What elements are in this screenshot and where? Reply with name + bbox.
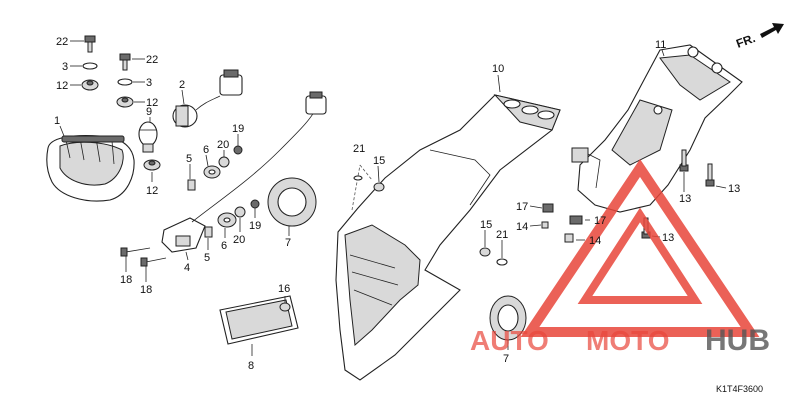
callout-5-upper: 5	[186, 153, 192, 165]
callout-15-lower: 15	[480, 219, 492, 231]
callout-6-lower: 6	[221, 240, 227, 252]
callout-16: 16	[278, 283, 290, 295]
callout-22-right: 22	[146, 54, 158, 66]
bolt-22-left	[84, 35, 96, 53]
bolt-13-b	[705, 163, 715, 187]
rubber-seal-7-right	[489, 295, 527, 341]
watermark-logo	[520, 159, 760, 337]
rubber-seal-7-left	[267, 177, 317, 227]
callout-labels: 22 3 12 22 3 12 1 2 9 12 5 6 20 19 5 6 2…	[54, 36, 740, 372]
screw-14-lower	[564, 233, 574, 243]
rear-fender	[335, 94, 561, 381]
callout-10: 10	[492, 63, 504, 75]
watermark-triangle-outer	[520, 159, 760, 337]
leader-21-upper	[351, 164, 361, 211]
watermark-text: AUTO MOTO HUB	[470, 324, 770, 357]
nut-19-lower	[250, 199, 260, 209]
nut-16	[279, 302, 291, 312]
callout-2: 2	[179, 79, 185, 91]
bulb	[138, 121, 158, 153]
washer-21-upper	[353, 175, 363, 181]
callout-21-upper: 21	[353, 143, 365, 155]
grommet-6-upper	[203, 165, 221, 179]
callout-21-lower: 21	[496, 229, 508, 241]
callout-7-right: 7	[503, 353, 509, 365]
leader-21-upper-b	[359, 164, 373, 181]
callout-13-a: 13	[679, 193, 691, 205]
callout-22-left: 22	[56, 36, 68, 48]
license-light	[161, 217, 206, 253]
nut-19-upper	[233, 145, 243, 155]
license-light-wire	[191, 107, 317, 223]
screw-14-upper	[541, 221, 549, 229]
arrow-icon	[760, 23, 784, 38]
callout-5-lower: 5	[204, 252, 210, 264]
callout-9: 9	[146, 106, 152, 118]
callout-12-left: 12	[56, 80, 68, 92]
callout-13-c: 13	[662, 232, 674, 244]
washer-3-right	[117, 78, 133, 86]
callout-15-upper: 15	[373, 155, 385, 167]
callout-17-upper: 17	[516, 201, 528, 213]
callout-12-right: 12	[146, 97, 158, 109]
watermark-text-auto: AUTO	[470, 325, 549, 356]
watermark-text-hub: HUB	[705, 324, 770, 357]
callout-13-b: 13	[728, 183, 740, 195]
nut-20-upper	[218, 156, 230, 168]
grommet-6-lower	[217, 212, 237, 228]
callout-18-a: 18	[120, 274, 132, 286]
watermark-text-moto: MOTO	[586, 325, 669, 356]
nut-12-lower	[143, 159, 161, 171]
washer-21-lower	[496, 258, 508, 266]
callout-14-upper: 14	[516, 221, 528, 233]
socket-assembly	[172, 69, 243, 128]
license-light-connector	[305, 91, 327, 115]
callout-1: 1	[54, 115, 60, 127]
clip-17-lower	[569, 215, 583, 225]
nut-15-lower	[479, 247, 491, 257]
collar-5-lower	[204, 226, 213, 238]
diagram-code: K1T4F3600	[716, 384, 763, 394]
callout-14-lower: 14	[589, 235, 601, 247]
callout-6-upper: 6	[203, 144, 209, 156]
washer-3-left	[82, 62, 98, 70]
callout-20-upper: 20	[217, 139, 229, 151]
callout-19-lower: 19	[249, 220, 261, 232]
callout-4: 4	[184, 262, 190, 274]
clip-17-upper	[542, 203, 554, 213]
front-direction-indicator: FR.	[734, 23, 784, 51]
callout-11: 11	[655, 39, 666, 51]
rear-reflector	[219, 295, 299, 345]
callout-12-lower: 12	[146, 185, 158, 197]
nut-20-lower	[234, 206, 246, 218]
watermark-triangle-inner	[577, 207, 703, 304]
nut-12-right	[116, 96, 134, 108]
taillight-lens	[46, 134, 135, 202]
collar-5-upper	[187, 179, 196, 191]
callout-8: 8	[248, 360, 254, 372]
callout-7-left: 7	[285, 237, 291, 249]
callout-3-right: 3	[146, 77, 152, 89]
callout-17-lower: 17	[594, 215, 606, 227]
callout-20-lower: 20	[233, 234, 245, 246]
nut-12-left	[81, 79, 99, 91]
screw-18-a	[120, 247, 151, 257]
callout-18-b: 18	[140, 284, 152, 296]
bolt-22-right	[119, 53, 131, 71]
rear-frame	[571, 44, 743, 213]
callout-19-upper: 19	[232, 123, 244, 135]
nut-15-upper	[373, 182, 385, 192]
screw-18-b	[140, 257, 167, 267]
bolt-13-a	[679, 149, 689, 172]
front-direction-label: FR.	[734, 31, 757, 51]
callout-3-left: 3	[62, 61, 68, 73]
